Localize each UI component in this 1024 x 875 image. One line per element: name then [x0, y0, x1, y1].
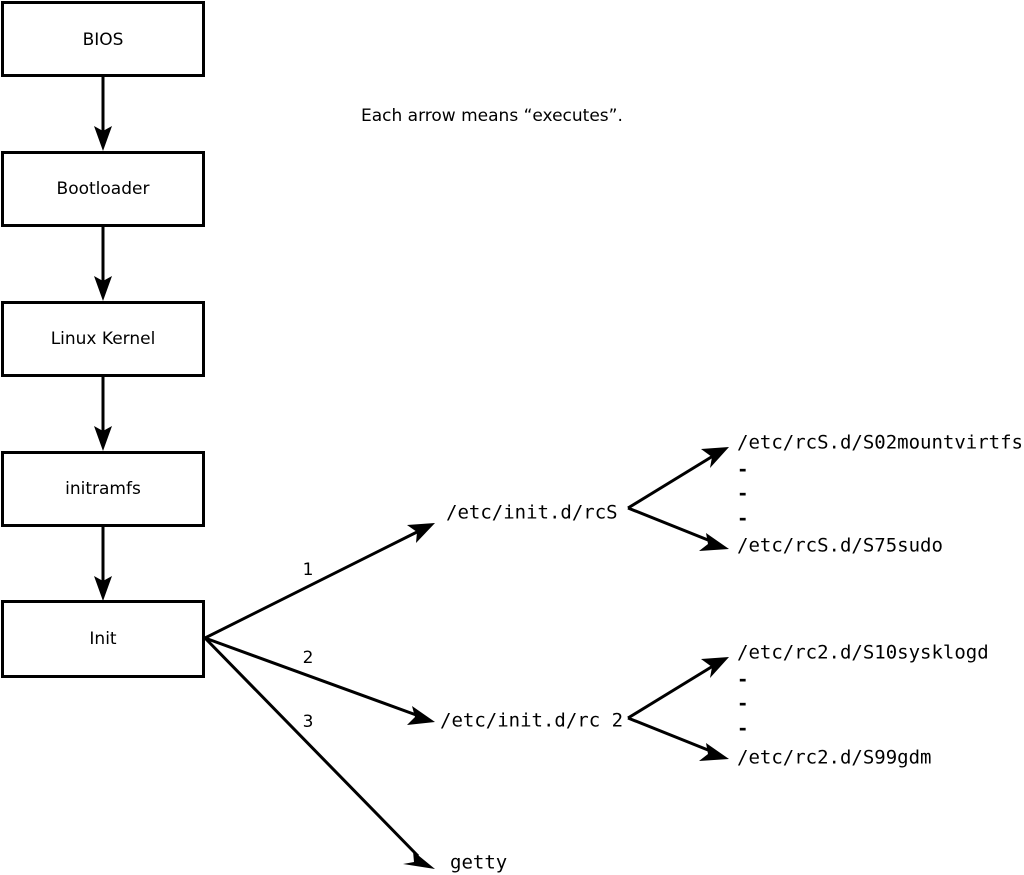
rc2-script-label[interactable]: /etc/init.d/rc 2	[440, 710, 623, 732]
arrow-initramfs-to-init	[94, 526, 112, 601]
init-label: Init	[89, 629, 117, 649]
arrowhead-icon	[94, 426, 112, 451]
rcS-ellipsis-dash-2: -	[737, 483, 748, 505]
branch-number-1: 1	[303, 560, 314, 580]
bios-label: BIOS	[83, 30, 124, 50]
rc2-last-script[interactable]: /etc/rc2.d/S99gdm	[737, 747, 931, 769]
arrowhead-icon	[94, 276, 112, 301]
caption-text: Each arrow means “executes”.	[361, 106, 623, 126]
branch-1-arrow	[204, 523, 435, 640]
arrowhead-icon	[699, 533, 729, 551]
arrow-kernel-to-initramfs	[94, 376, 112, 451]
arrow-bios-to-bootloader	[94, 76, 112, 151]
branch-3-arrow	[203, 636, 435, 869]
rcS-fanout-arrow-top	[627, 447, 729, 510]
rc2-fanout-arrow-bottom	[627, 716, 729, 761]
arrowhead-icon	[701, 447, 729, 468]
rcS-ellipsis-dash-1: -	[737, 459, 748, 481]
arrow-bootloader-to-kernel	[94, 226, 112, 301]
node-bios[interactable]: BIOS	[1, 1, 205, 77]
branch-number-3: 3	[303, 712, 314, 732]
rcS-ellipsis-dash-3: -	[737, 508, 748, 530]
getty-label[interactable]: getty	[450, 852, 507, 874]
node-linux-kernel[interactable]: Linux Kernel	[1, 301, 205, 377]
initramfs-label: initramfs	[65, 479, 141, 499]
node-initramfs[interactable]: initramfs	[1, 451, 205, 527]
bootloader-box[interactable]	[1, 151, 205, 227]
rc2-ellipsis-dash-1: -	[737, 669, 748, 691]
linux-kernel-label: Linux Kernel	[51, 329, 156, 349]
arrowhead-icon	[699, 743, 729, 761]
arrowhead-icon	[407, 706, 435, 725]
rc2-fanout-arrow-top	[627, 657, 729, 720]
arrowhead-icon	[94, 126, 112, 151]
branch-number-2: 2	[303, 648, 314, 668]
arrowhead-icon	[94, 576, 112, 601]
arrowhead-icon	[403, 851, 435, 869]
rcS-last-script[interactable]: /etc/rcS.d/S75sudo	[737, 535, 943, 557]
init-box[interactable]	[1, 600, 205, 678]
branch-2-arrow	[204, 636, 435, 725]
node-bootloader[interactable]: Bootloader	[1, 151, 205, 227]
rc2-ellipsis-dash-2: -	[737, 693, 748, 715]
linux-kernel-box[interactable]	[1, 301, 205, 377]
rcS-script-label[interactable]: /etc/init.d/rcS	[446, 502, 618, 524]
rcS-fanout-arrow-bottom	[627, 506, 729, 551]
initramfs-box[interactable]	[1, 451, 205, 527]
rc2-first-script[interactable]: /etc/rc2.d/S10sysklogd	[737, 642, 989, 664]
arrowhead-icon	[407, 523, 435, 543]
rc2-ellipsis-dash-3: -	[737, 718, 748, 740]
arrowhead-icon	[701, 657, 729, 678]
bios-box[interactable]	[1, 1, 205, 77]
bootloader-label: Bootloader	[57, 179, 150, 199]
node-init[interactable]: Init	[1, 600, 205, 678]
rcS-first-script[interactable]: /etc/rcS.d/S02mountvirtfs	[737, 432, 1023, 454]
